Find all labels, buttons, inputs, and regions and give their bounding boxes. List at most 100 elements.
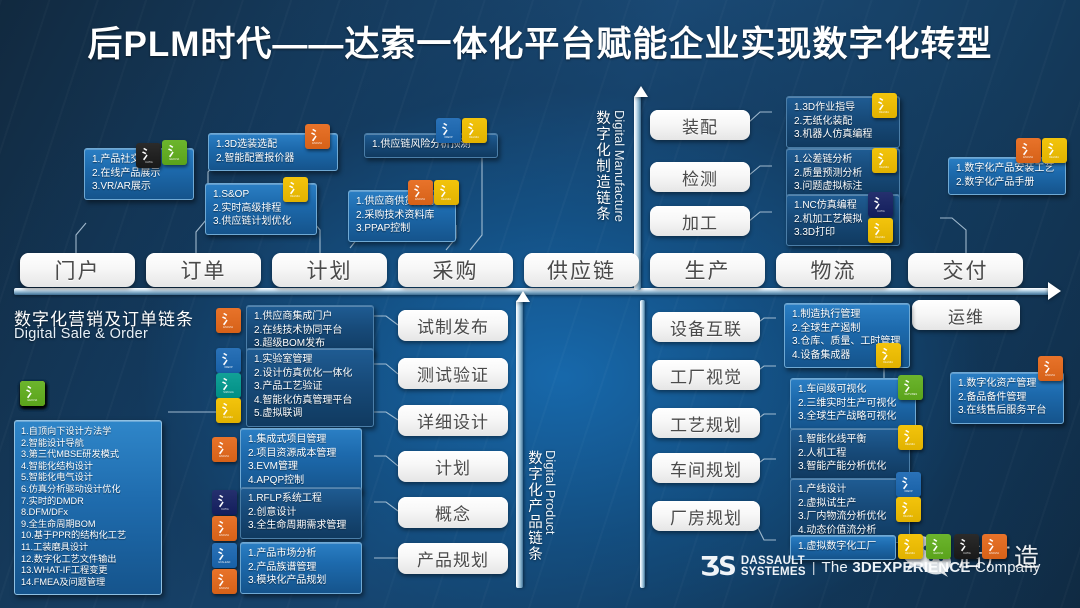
list-item: 2.智能设计导航 bbox=[21, 437, 84, 448]
chain-box-ops[interactable]: 运维 bbox=[912, 300, 1020, 330]
callout-line: 3.仓库、质量、工时管理 bbox=[792, 336, 901, 347]
icon-caption: 3DEXP bbox=[444, 135, 453, 139]
chain-box-trial-release[interactable]: 试制发布 bbox=[398, 310, 508, 341]
chain-box-supplychain[interactable]: 供应链 bbox=[524, 253, 639, 287]
list-item: 6.仿真分析驱动设计优化 bbox=[21, 483, 121, 494]
callout-line: 2.在线技术协同平台 bbox=[254, 324, 343, 336]
icon-caption: GEOVIA bbox=[933, 551, 944, 555]
runner-glyph-icon: 氵 bbox=[903, 537, 917, 553]
runner-glyph-icon: 氵 bbox=[467, 121, 481, 137]
chain-box-assembly[interactable]: 装配 bbox=[650, 110, 750, 140]
product-section-label-cn: 数字化产品链条 bbox=[526, 450, 542, 562]
callout-line: 4.智能化仿真管理平台 bbox=[254, 394, 353, 406]
callout-line: 2.人机工程 bbox=[798, 447, 847, 459]
product-arrow-icon bbox=[516, 291, 530, 302]
chain-box-delivery[interactable]: 交付 bbox=[908, 253, 1023, 287]
chain-label: 装配 bbox=[682, 117, 718, 137]
runner-glyph-icon: 氵 bbox=[877, 151, 891, 167]
runner-glyph-icon: 氵 bbox=[217, 493, 231, 509]
callout-line: 3.供应链计划优化 bbox=[213, 216, 292, 227]
callout-line: 1.供应商集成门户 bbox=[254, 311, 333, 322]
list-item: 3.第三代MBSE研发模式 bbox=[21, 449, 120, 460]
callout-line: 1.数字化产品安装工艺 bbox=[956, 163, 1055, 174]
callout-line: 3.VR/AR展示 bbox=[92, 181, 151, 192]
icon-caption: DELMIA bbox=[441, 197, 452, 201]
icon-caption: DELMIA bbox=[905, 442, 916, 446]
callout-line: 3.超级BOM发布 bbox=[254, 338, 326, 349]
runner-glyph-icon: 氵 bbox=[221, 311, 235, 327]
callout-line: 3.机器人仿真编程 bbox=[794, 129, 873, 140]
callout-line: 1.供应商供货计划 bbox=[356, 196, 435, 207]
chain-box-purchase[interactable]: 采购 bbox=[398, 253, 513, 287]
chain-label: 计划 bbox=[306, 260, 353, 283]
runner-glyph-icon: 氵 bbox=[877, 96, 891, 112]
chain-label: 车间规划 bbox=[670, 460, 742, 480]
chain-label: 设备互联 bbox=[670, 319, 742, 339]
chain-box-product-plan[interactable]: 产品规划 bbox=[398, 543, 508, 574]
chain-box-test-verify[interactable]: 测试验证 bbox=[398, 358, 508, 389]
list-item: 13.WHAT-IF工程变更 bbox=[21, 565, 108, 576]
callout-line: 2.机加工艺模拟 bbox=[794, 213, 863, 225]
chain-box-plan[interactable]: 计划 bbox=[272, 253, 387, 287]
chain-box-order[interactable]: 订单 bbox=[146, 253, 261, 287]
product-section-label-en: Digital Product bbox=[543, 450, 558, 535]
chain-box-machining[interactable]: 加工 bbox=[650, 206, 750, 236]
runner-glyph-icon: 氵 bbox=[959, 537, 973, 553]
chain-box-production[interactable]: 生产 bbox=[650, 253, 765, 287]
callout-line: 1.供应链风险分析预测 bbox=[372, 139, 471, 150]
icon-caption: ENOVIA bbox=[312, 141, 323, 145]
runner-glyph-icon: 氵 bbox=[217, 546, 231, 562]
runner-glyph-icon: 氵 bbox=[288, 180, 302, 196]
chain-box-equipment-link[interactable]: 设备互联 bbox=[652, 312, 760, 342]
list-item: 5.智能化电气设计 bbox=[21, 472, 93, 483]
runner-glyph-icon: 氵 bbox=[1021, 141, 1035, 157]
callout-line: 3.产品工艺验证 bbox=[254, 381, 323, 392]
icon-caption: ENOVIA bbox=[1045, 373, 1056, 377]
list-item: 8.DFM/DFx bbox=[21, 507, 68, 518]
icon-caption: DELMIA bbox=[879, 110, 890, 114]
callout-line: 2.采购技术资料库 bbox=[356, 209, 435, 221]
runner-glyph-icon: 氵 bbox=[873, 221, 887, 237]
tagline-pre: The bbox=[821, 558, 853, 576]
chain-box-logistics[interactable]: 物流 bbox=[776, 253, 891, 287]
callout-line: 3.3D打印 bbox=[794, 227, 836, 238]
chain-box-portal[interactable]: 门户 bbox=[20, 253, 135, 287]
runner-glyph-icon: 氵 bbox=[217, 519, 231, 535]
icon-caption: SIMULIA bbox=[223, 390, 234, 394]
callout-line: 2.创意设计 bbox=[248, 506, 297, 518]
icon-caption: CATIA bbox=[144, 160, 153, 164]
product-rail bbox=[516, 300, 523, 588]
runner-glyph-icon: 氵 bbox=[221, 401, 235, 417]
chain-label: 工艺规划 bbox=[670, 415, 742, 435]
callout-line: 1.车间级可视化 bbox=[798, 384, 867, 395]
callout-line: 2.全球生产遏制 bbox=[792, 322, 861, 334]
chain-box-plant-plan[interactable]: 厂房规划 bbox=[652, 501, 760, 531]
icon-caption: DELMIA bbox=[903, 514, 914, 518]
chain-box-inspection[interactable]: 检测 bbox=[650, 162, 750, 192]
runner-glyph-icon: 氵 bbox=[901, 500, 915, 516]
chain-box-concept[interactable]: 概念 bbox=[398, 497, 508, 528]
list-item: 10.基于PPR的结构化工艺 bbox=[21, 530, 127, 541]
chain-box-factory-vision[interactable]: 工厂视觉 bbox=[652, 360, 760, 390]
chain-label: 测试验证 bbox=[417, 366, 489, 385]
callout-line: 1.3D选装选配 bbox=[216, 139, 278, 150]
chain-box-process-plan[interactable]: 工艺规划 bbox=[652, 408, 760, 438]
runner-glyph-icon: 氵 bbox=[167, 143, 181, 159]
callout-line: 3.模块化产品规划 bbox=[248, 575, 327, 586]
icon-caption: ENOVIA bbox=[223, 325, 234, 329]
chain-box-workshop-plan[interactable]: 车间规划 bbox=[652, 453, 760, 483]
list-item: 9.全生命周期BOM bbox=[21, 518, 96, 529]
callout-line: 1.产线设计 bbox=[798, 484, 847, 495]
chain-box-plan2[interactable]: 计划 bbox=[398, 451, 508, 482]
runner-glyph-icon: 氵 bbox=[441, 121, 455, 137]
chain-box-detail-design[interactable]: 详细设计 bbox=[398, 405, 508, 436]
